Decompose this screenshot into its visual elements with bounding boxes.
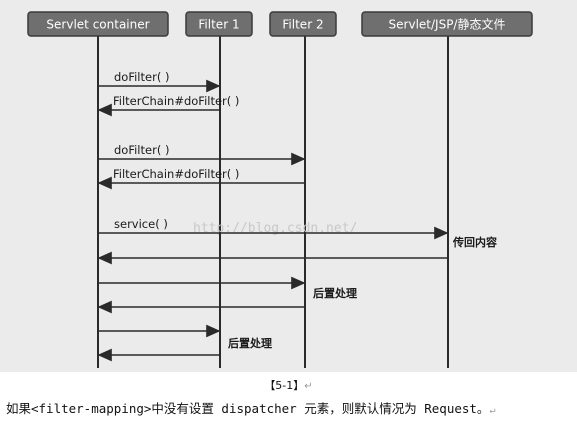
return-mark: ↵: [489, 405, 496, 416]
note-label-2: 后置处理: [313, 286, 357, 300]
caption-text: 【5-1】: [264, 379, 305, 392]
message-label-3: doFilter( ): [114, 143, 169, 157]
message-label-1: doFilter( ): [114, 70, 169, 84]
note-label-1: 传回内容: [452, 235, 497, 249]
participant-label-servlet: Servlet/JSP/静态文件: [389, 17, 506, 32]
participant-label-container: Servlet container: [46, 18, 149, 32]
message-label-4: FilterChain#doFilter( ): [113, 167, 239, 181]
sequence-diagram-figure: Servlet container Filter 1 Filter 2 Servlet…: [0, 0, 577, 372]
participant-box-servlet: [361, 11, 533, 37]
participant-box-filter2: [269, 11, 337, 37]
participant-box-container: [27, 11, 169, 37]
participant-label-filter2: Filter 2: [282, 18, 323, 32]
message-label-2: FilterChain#doFilter( ): [113, 94, 239, 108]
note-label-3: 后置处理: [228, 336, 272, 350]
participant-label-filter1: Filter 1: [198, 18, 239, 32]
body-paragraph: 如果<filter-mapping>中没有设置 dispatcher 元素，则默…: [6, 398, 571, 417]
message-label-5: service( ): [114, 217, 168, 231]
return-mark: ↵: [304, 381, 313, 392]
paragraph-text: 如果<filter-mapping>中没有设置 dispatcher 元素，则默…: [6, 401, 490, 416]
participant-box-filter1: [185, 11, 253, 37]
figure-caption: 【5-1】↵: [0, 377, 577, 393]
sequence-diagram: Servlet container Filter 1 Filter 2 Servlet…: [27, 11, 533, 368]
